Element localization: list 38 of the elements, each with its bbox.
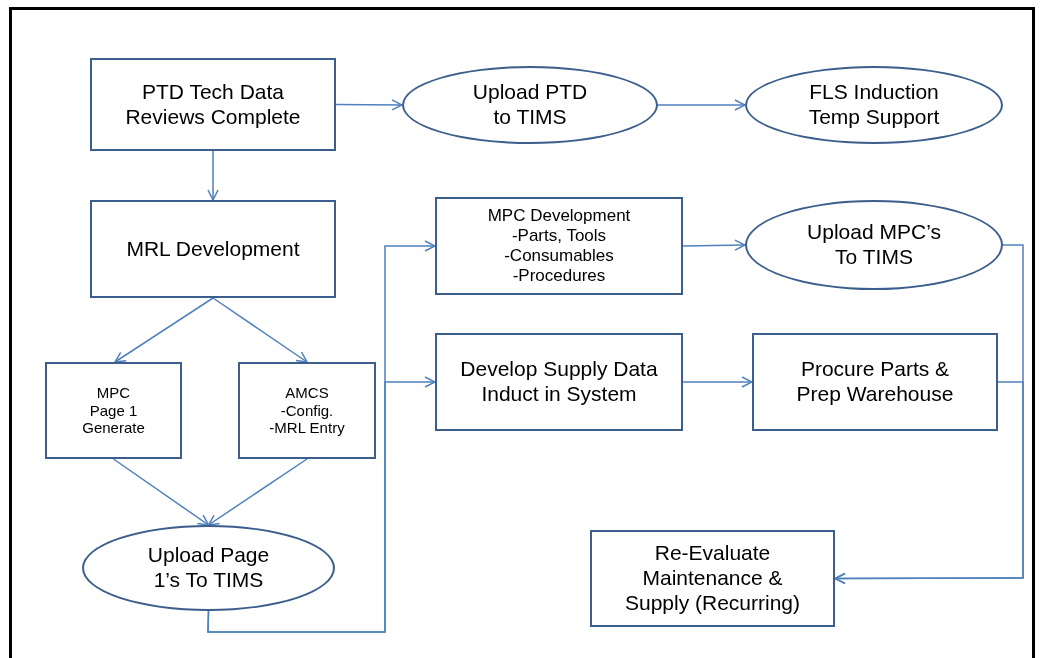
- connector-arrow: [335, 99, 403, 111]
- process-box: [435, 333, 683, 431]
- node-text: -Config.: [280, 401, 334, 420]
- node-text: MRL Development: [126, 236, 300, 262]
- connector-arrow: [682, 376, 753, 388]
- node-text: MPC: [96, 383, 131, 402]
- node-text: -Parts, Tools: [511, 225, 607, 246]
- node-text: -Consumables: [504, 246, 614, 267]
- node-text: PTD Tech Data Reviews Complete: [124, 79, 302, 130]
- node-text: Develop Supply Data Induct in System: [459, 357, 659, 407]
- process-box: [752, 333, 998, 431]
- connector-arrow: [657, 99, 746, 111]
- process-box: [90, 58, 336, 151]
- node-text: MPC Development: [487, 205, 631, 226]
- node-text: Upload Page 1’s To TIMS: [146, 543, 271, 593]
- node-text: Page 1: [89, 401, 138, 420]
- connector-arrow: [682, 239, 746, 251]
- node-text: Upload PTD to TIMS: [471, 80, 589, 130]
- node-text: FLS Induction Temp Support: [807, 80, 941, 130]
- connector-arrow: [207, 150, 219, 201]
- node-text: -Procedures: [512, 266, 606, 287]
- connector-arrow: [212, 297, 308, 363]
- process-box: [90, 200, 336, 298]
- process-box: [45, 362, 182, 459]
- connector-arrow: [207, 376, 436, 633]
- node-text: Upload MPC’s To TIMS: [806, 220, 942, 270]
- process-box: [435, 197, 683, 295]
- process-box: [590, 530, 835, 627]
- node-text: Re-Evaluate Maintenance & Supply (Recurring): [623, 541, 802, 616]
- connector-arrow: [834, 381, 1024, 585]
- node-text: AMCS: [285, 383, 329, 402]
- node-text: -MRL Entry: [269, 419, 345, 438]
- process-box: [238, 362, 376, 459]
- connector-arrow: [114, 297, 214, 363]
- connector-arrow: [207, 458, 308, 526]
- node-text: Procure Parts & Prep Warehouse: [795, 357, 955, 407]
- connector-arrow: [112, 458, 210, 526]
- node-text: Generate: [82, 419, 145, 438]
